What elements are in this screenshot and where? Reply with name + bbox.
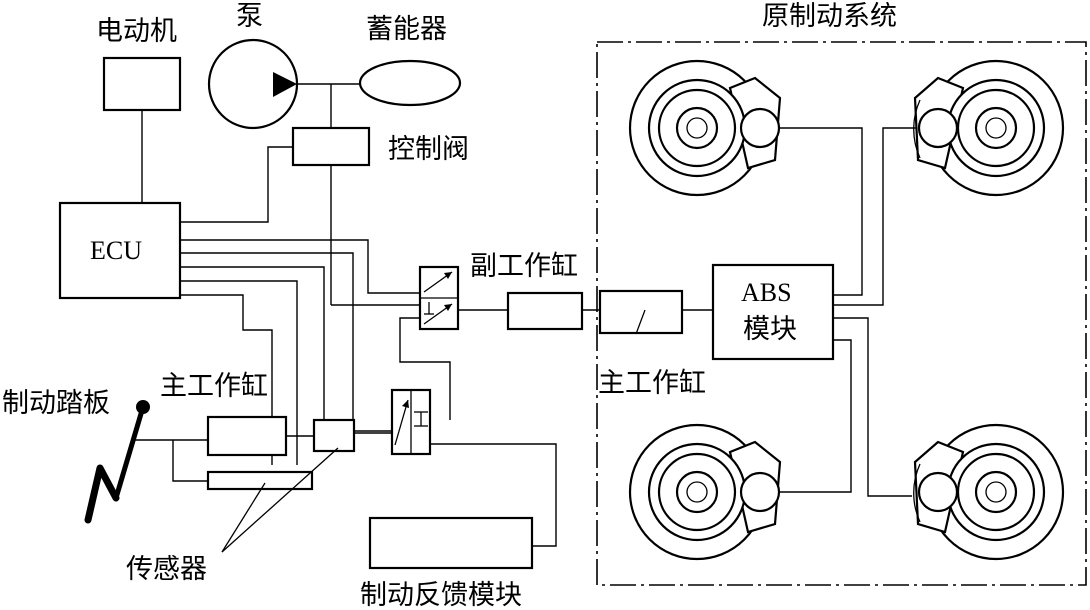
accumulator-label: 蓄能器 bbox=[366, 14, 447, 45]
upper-valve-symbol bbox=[418, 265, 460, 331]
aux-cylinder-label: 副工作缸 bbox=[470, 251, 578, 282]
brake-pedal-label: 制动踏板 bbox=[2, 388, 110, 419]
sensor-box bbox=[312, 418, 356, 453]
abs-label-line2: 模块 bbox=[743, 314, 797, 345]
wheel-top-left bbox=[628, 59, 782, 197]
ecu-label: ECU bbox=[90, 236, 142, 265]
wheel-bottom-left bbox=[628, 423, 782, 561]
aux-cylinder-box bbox=[506, 291, 584, 331]
lower-valve-symbol bbox=[390, 388, 432, 456]
control-valve-box bbox=[291, 126, 371, 167]
feedback-module-box bbox=[368, 516, 534, 570]
accumulator-ellipse bbox=[358, 59, 462, 107]
feedback-module-label: 制动反馈模块 bbox=[360, 580, 522, 610]
original-system-frame bbox=[596, 41, 1087, 586]
master-cylinder-left-label: 主工作缸 bbox=[160, 371, 268, 402]
motor-label: 电动机 bbox=[96, 16, 177, 47]
master-cylinder-right-label: 主工作缸 bbox=[598, 368, 706, 399]
motor-box bbox=[102, 56, 182, 112]
ecu-box bbox=[58, 201, 182, 300]
original-system-label: 原制动系统 bbox=[762, 1, 897, 32]
master-cylinder-left-box bbox=[206, 415, 288, 457]
sensor-bar bbox=[206, 470, 314, 491]
wheel-top-right bbox=[913, 59, 1065, 197]
sensor-label: 传感器 bbox=[126, 554, 207, 585]
pump-arrow-icon bbox=[273, 72, 297, 97]
wheel-bottom-right bbox=[913, 423, 1065, 561]
control-valve-label: 控制阀 bbox=[388, 134, 469, 165]
abs-module-box bbox=[711, 263, 835, 361]
pump-label: 泵 bbox=[236, 1, 263, 32]
abs-label-line1: ABS bbox=[741, 278, 792, 307]
master-cylinder-right-box bbox=[598, 289, 684, 335]
brake-pedal-icon bbox=[84, 400, 150, 524]
